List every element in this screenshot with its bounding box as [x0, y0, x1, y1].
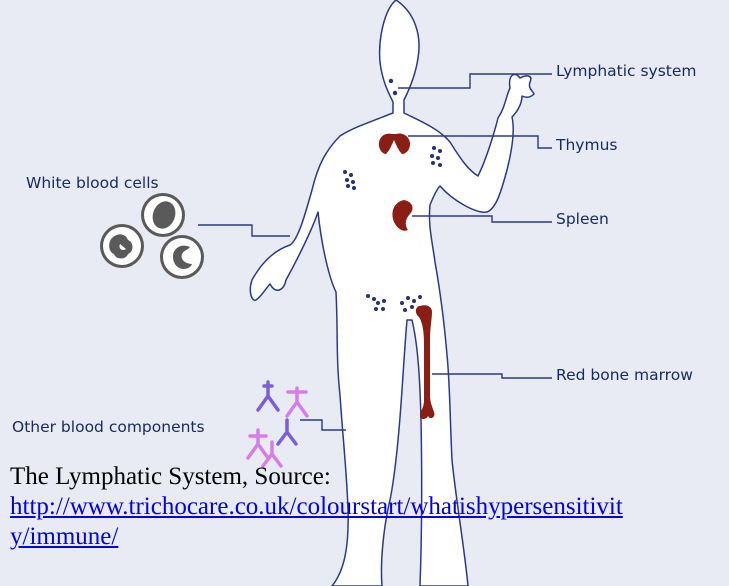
label-thymus: Thymus	[556, 136, 617, 154]
caption: The Lymphatic System, Source: http://www…	[10, 462, 640, 552]
caption-text: The Lymphatic System, Source:	[10, 462, 640, 492]
label-lymphatic-system: Lymphatic system	[556, 62, 697, 80]
label-other-blood-components: Other blood components	[12, 418, 205, 436]
source-link[interactable]: http://www.trichocare.co.uk/colourstart/…	[10, 492, 640, 552]
label-red-bone-marrow: Red bone marrow	[556, 366, 693, 384]
label-spleen: Spleen	[556, 210, 609, 228]
label-white-blood-cells: White blood cells	[26, 174, 159, 192]
